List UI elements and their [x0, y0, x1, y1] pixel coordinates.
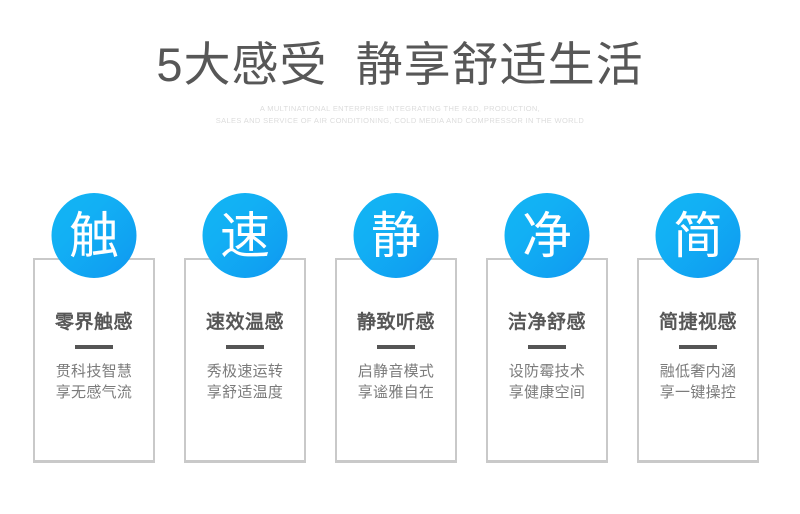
- title-divider: [377, 345, 415, 349]
- card-body: 秀极速运转 享舒适温度: [184, 361, 306, 403]
- card-body: 融低奢内涵 享一键操控: [637, 361, 759, 403]
- card-frame: [335, 258, 457, 463]
- card-frame: [33, 258, 155, 463]
- badge-character: 净: [522, 207, 572, 264]
- card-body-line-1: 秀极速运转: [206, 363, 284, 380]
- card-title: 静致听感: [356, 312, 435, 333]
- feature-card-3[interactable]: 静 静致听感 启静音模式 享谧雅自在: [335, 193, 457, 465]
- card-body-line-2: 享健康空间: [508, 384, 586, 401]
- card-body: 设防霉技术 享健康空间: [486, 361, 608, 403]
- feature-card-2[interactable]: 速 速效温感 秀极速运转 享舒适温度: [184, 193, 306, 465]
- badge-circle-icon: 简: [655, 193, 741, 278]
- card-body: 贯科技智慧 享无感气流: [33, 361, 155, 403]
- feature-card-5[interactable]: 简 简捷视感 融低奢内涵 享一键操控: [637, 193, 759, 465]
- card-title: 零界触感: [54, 312, 133, 333]
- card-body-line-2: 享谧雅自在: [357, 384, 435, 401]
- card-body-line-1: 贯科技智慧: [55, 363, 133, 380]
- page-subtitle: A MULTINATIONAL ENTERPRISE INTEGRATING T…: [0, 94, 800, 127]
- title-divider: [226, 345, 264, 349]
- card-body: 启静音模式 享谧雅自在: [335, 361, 457, 403]
- feature-card-4[interactable]: 净 洁净舒感 设防霉技术 享健康空间: [486, 193, 608, 465]
- badge-circle-icon: 触: [51, 193, 137, 278]
- card-title: 洁净舒感: [507, 312, 586, 333]
- badge-character: 静: [371, 207, 421, 264]
- badge-character: 简: [673, 207, 723, 264]
- card-body-line-2: 享无感气流: [55, 384, 133, 401]
- badge-circle-icon: 静: [353, 193, 439, 278]
- card-title: 简捷视感: [658, 312, 737, 333]
- card-body-line-1: 设防霉技术: [508, 363, 586, 380]
- card-frame: [637, 258, 759, 463]
- subtitle-line-1: A MULTINATIONAL ENTERPRISE INTEGRATING T…: [259, 104, 541, 113]
- feature-card-row: 触 零界触感 贯科技智慧 享无感气流 速 速效温感 秀极速运转 享舒适温度 静 …: [33, 193, 759, 465]
- title-divider: [75, 345, 113, 349]
- card-title: 速效温感: [205, 312, 284, 333]
- card-frame: [184, 258, 306, 463]
- card-frame: [486, 258, 608, 463]
- page-header: 5大感受 静享舒适生活 A MULTINATIONAL ENTERPRISE I…: [0, 0, 800, 127]
- subtitle-line-2: SALES AND SERVICE OF AIR CONDITIONING, C…: [215, 116, 585, 125]
- card-body-line-1: 融低奢内涵: [659, 363, 737, 380]
- card-body-line-2: 享舒适温度: [206, 384, 284, 401]
- feature-card-1[interactable]: 触 零界触感 贯科技智慧 享无感气流: [33, 193, 155, 465]
- card-body-line-2: 享一键操控: [659, 384, 737, 401]
- badge-circle-icon: 净: [504, 193, 590, 278]
- title-divider: [679, 345, 717, 349]
- badge-character: 触: [69, 207, 119, 264]
- title-divider: [528, 345, 566, 349]
- card-body-line-1: 启静音模式: [357, 363, 435, 380]
- badge-character: 速: [220, 207, 270, 264]
- page-title: 5大感受 静享舒适生活: [156, 38, 644, 91]
- badge-circle-icon: 速: [202, 193, 288, 278]
